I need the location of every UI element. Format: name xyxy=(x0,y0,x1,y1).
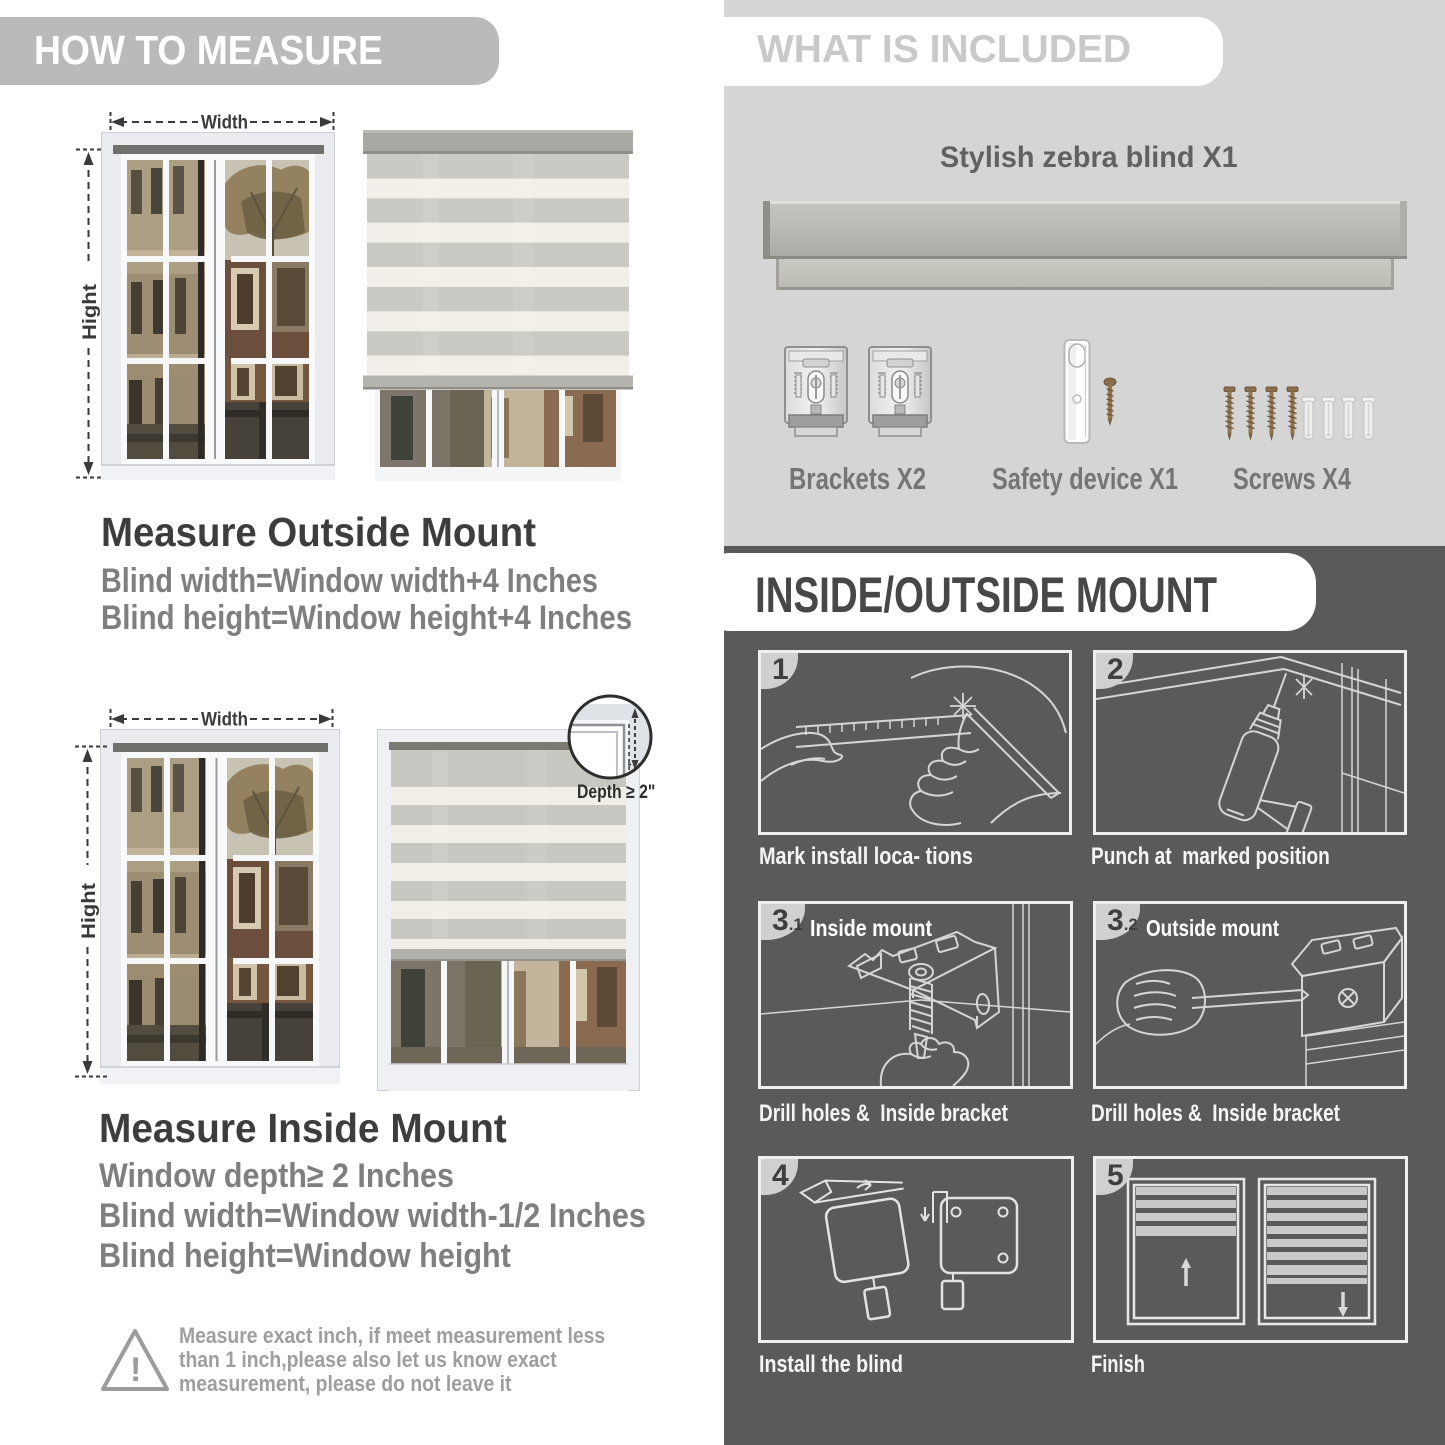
svg-text:!: ! xyxy=(130,1351,141,1389)
svg-text:Width: Width xyxy=(201,113,248,134)
svg-text:Hight: Hight xyxy=(79,882,100,939)
svg-text:Hight: Hight xyxy=(80,283,101,340)
svg-text:Width: Width xyxy=(201,710,248,731)
